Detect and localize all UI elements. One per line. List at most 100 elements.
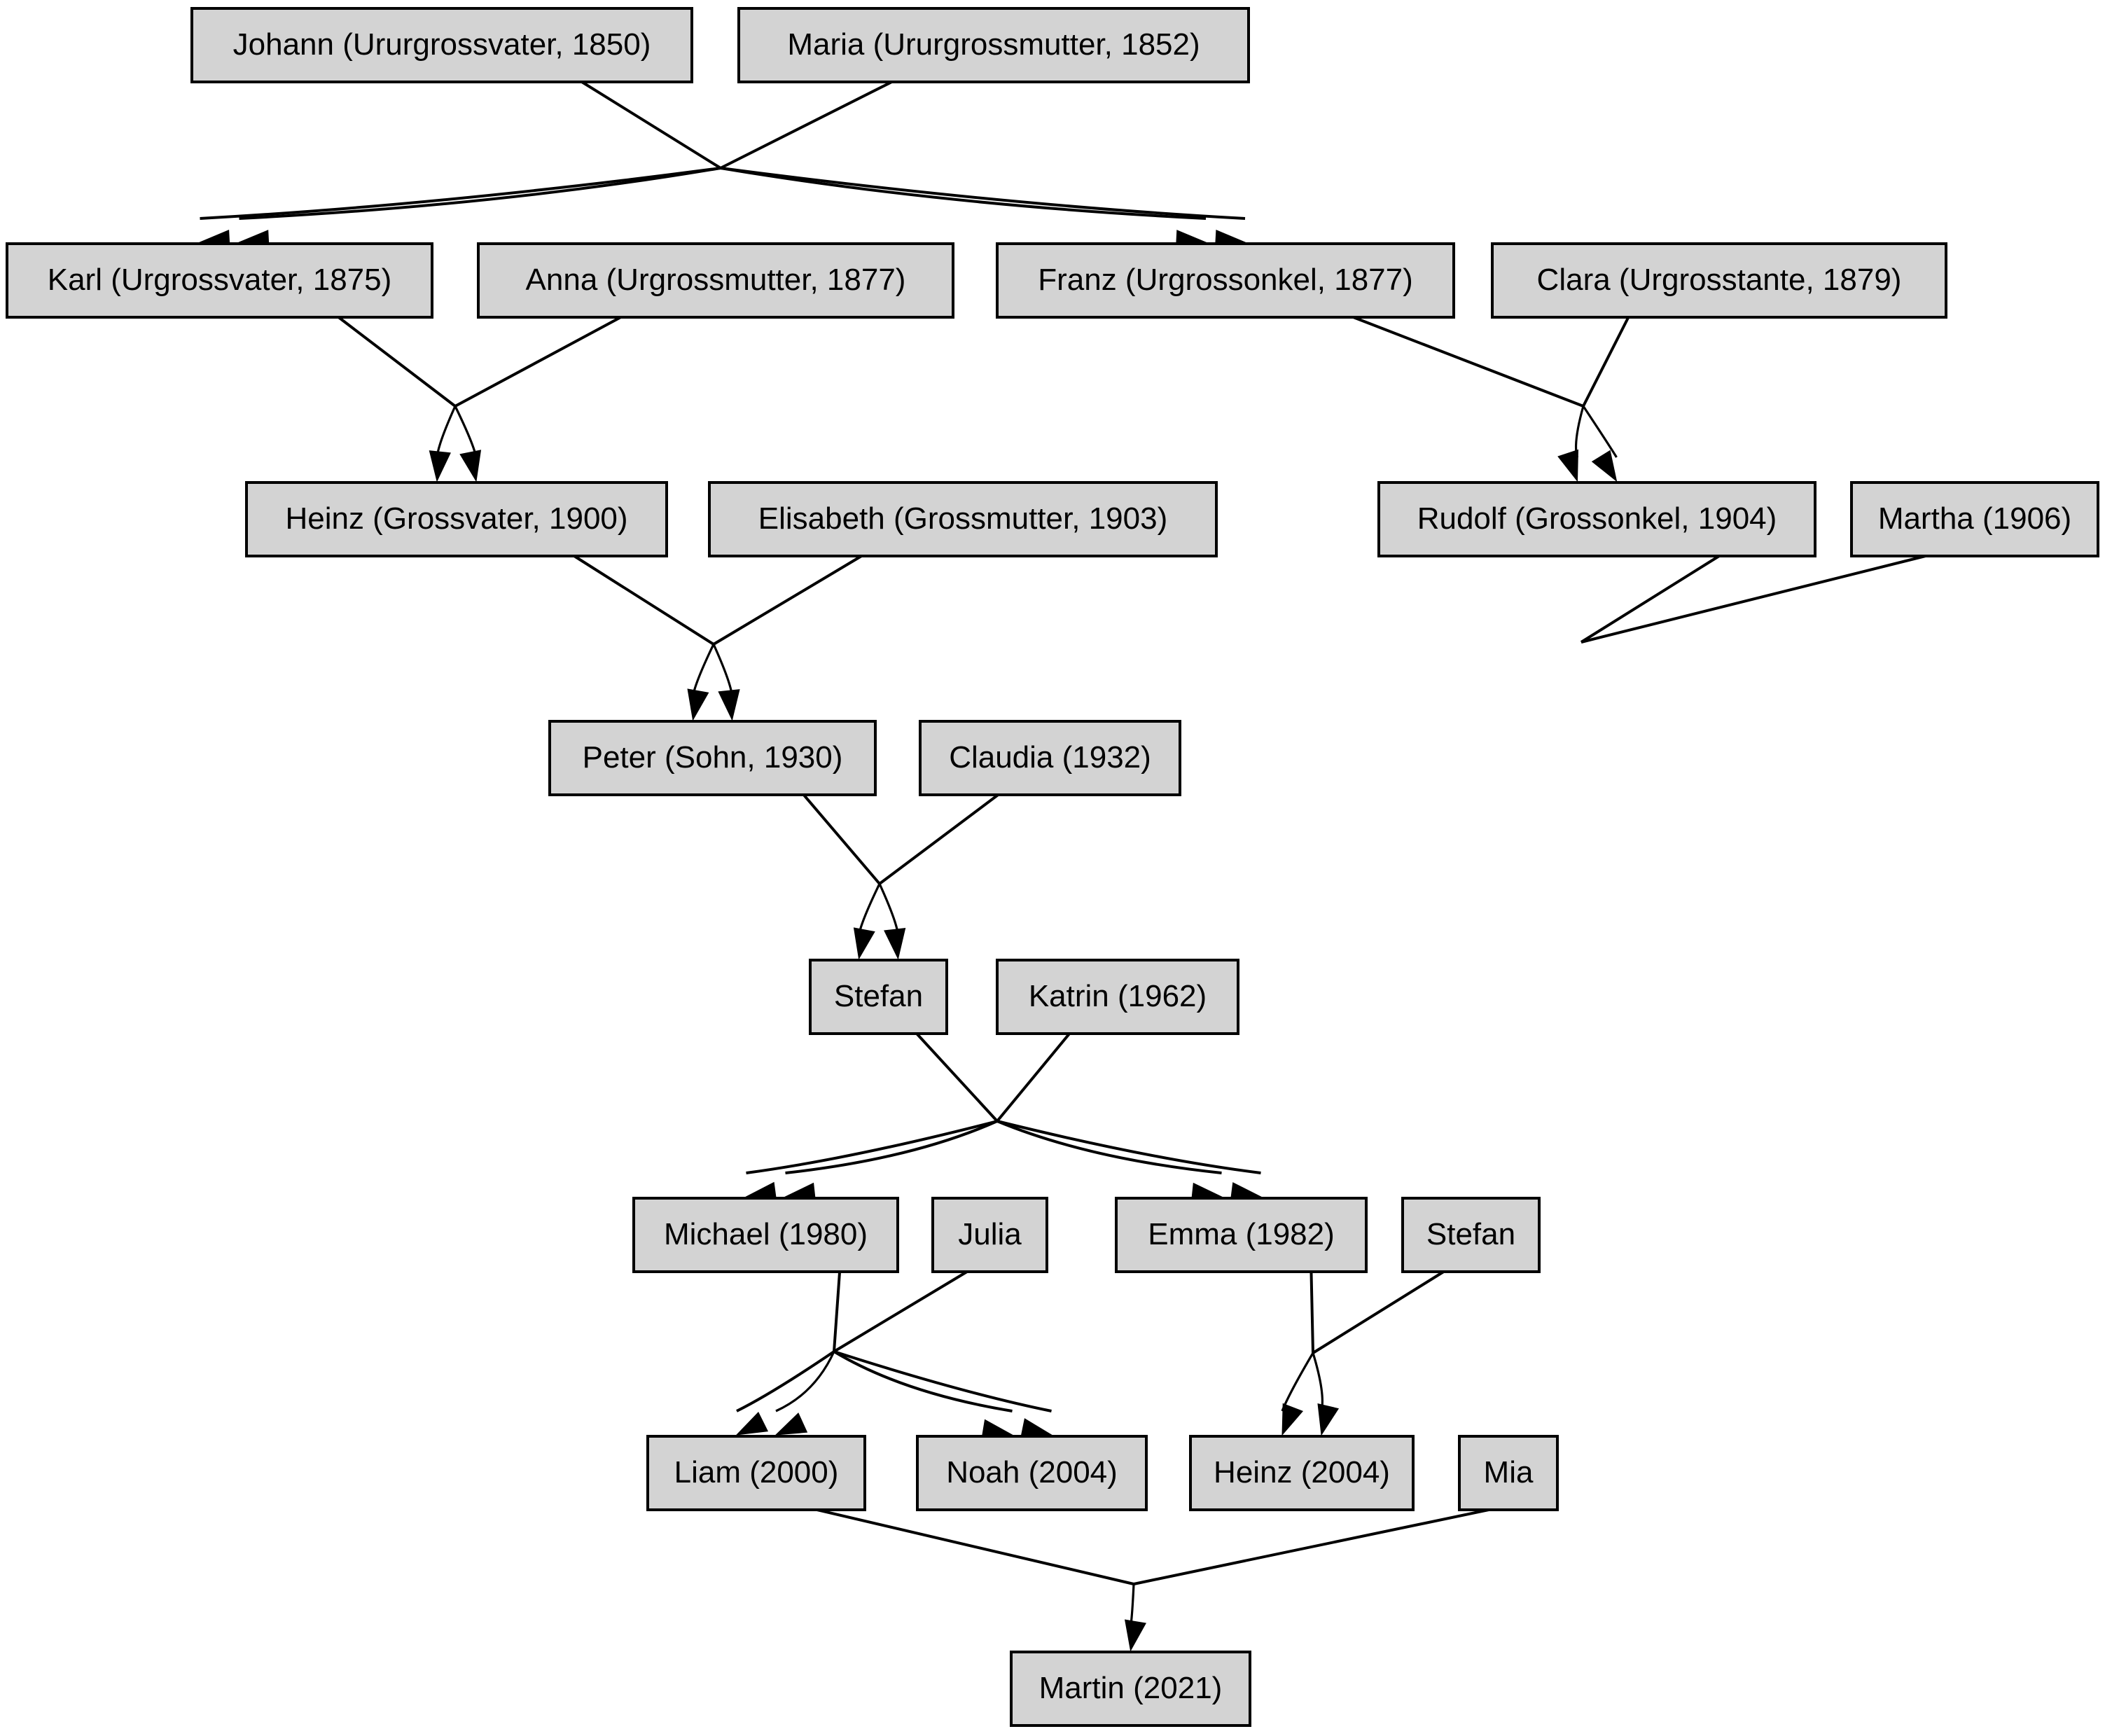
edge-union-to-child [239, 167, 721, 220]
arrow-head-icon [735, 1411, 769, 1436]
arrow-head-icon [884, 927, 906, 960]
node-layer: Johann (Ururgrossvater, 1850) Maria (Urur… [6, 7, 2099, 1727]
edge-union-to-child [785, 1120, 998, 1174]
node-box-julia[interactable] [931, 1197, 1048, 1273]
node-box-heinz2[interactable] [1189, 1435, 1415, 1511]
edge-union-to-child [878, 883, 900, 936]
arrow-head-icon [774, 1412, 808, 1436]
edge-union-to-child [1582, 405, 1618, 458]
edge-parent-to-union [996, 1032, 1071, 1123]
node-heinz1[interactable]: Heinz (Grossvater, 1900) [245, 481, 668, 557]
edge-parent-to-union [573, 555, 715, 646]
arrow-head-icon [429, 450, 451, 482]
edge-parent-to-union [454, 316, 622, 408]
edge-parent-to-union [878, 793, 999, 885]
edge-parent-to-union [817, 1508, 1134, 1585]
node-box-franz[interactable] [996, 242, 1455, 319]
edge-union-to-child [833, 1350, 1052, 1412]
node-box-mia[interactable] [1458, 1435, 1559, 1511]
node-liam[interactable]: Liam (2000) [646, 1435, 866, 1511]
arrow-head-icon [687, 688, 709, 721]
node-box-elisabeth[interactable] [708, 481, 1218, 557]
arrow-head-icon [853, 927, 875, 960]
node-box-clara[interactable] [1491, 242, 1947, 319]
node-box-stefan1[interactable] [809, 959, 948, 1035]
node-box-stefan2[interactable] [1401, 1197, 1541, 1273]
edge-union-to-child [454, 405, 478, 458]
node-clara[interactable]: Clara (Urgrosstante, 1879) [1491, 242, 1947, 319]
node-stefan1[interactable]: Stefan [809, 959, 948, 1035]
edge-union-to-child [857, 883, 881, 936]
node-mia[interactable]: Mia [1458, 1435, 1559, 1511]
node-box-claudia[interactable] [919, 720, 1181, 796]
node-box-rudolf[interactable] [1377, 481, 1816, 557]
node-anna[interactable]: Anna (Urgrossmutter, 1877) [477, 242, 954, 319]
node-claudia[interactable]: Claudia (1932) [919, 720, 1181, 796]
edge-parent-to-union [803, 793, 881, 885]
node-box-noah[interactable] [916, 1435, 1148, 1511]
node-peter[interactable]: Peter (Sohn, 1930) [548, 720, 877, 796]
node-emma[interactable]: Emma (1982) [1115, 1197, 1368, 1273]
node-martin[interactable]: Martin (2021) [1010, 1651, 1251, 1727]
node-box-martin[interactable] [1010, 1651, 1251, 1727]
node-julia[interactable]: Julia [931, 1197, 1048, 1273]
edge-parent-to-union [1309, 1271, 1314, 1354]
node-martha[interactable]: Martha (1906) [1850, 481, 2099, 557]
node-box-liam[interactable] [646, 1435, 866, 1511]
edge-union-to-child [775, 1351, 835, 1412]
node-box-heinz1[interactable] [245, 481, 668, 557]
node-maria[interactable]: Maria (Ururgrossmutter, 1852) [737, 7, 1250, 83]
arrow-head-icon [1591, 450, 1618, 482]
edge-union-to-child [691, 644, 715, 697]
edge-parent-to-union [1312, 1270, 1445, 1354]
node-stefan2[interactable]: Stefan [1401, 1197, 1541, 1273]
node-heinz2[interactable]: Heinz (2004) [1189, 1435, 1415, 1511]
edge-union-to-child [736, 1350, 835, 1412]
edge-union-to-child [200, 167, 721, 220]
node-michael[interactable]: Michael (1980) [632, 1197, 899, 1273]
edge-parent-to-union [1133, 1508, 1489, 1585]
node-rudolf[interactable]: Rudolf (Grossonkel, 1904) [1377, 481, 1816, 557]
node-box-anna[interactable] [477, 242, 954, 319]
edge-parent-to-union [833, 1270, 968, 1353]
node-box-johann[interactable] [190, 7, 693, 83]
arrow-head-icon [1124, 1619, 1146, 1652]
edge-parent-to-union [915, 1032, 999, 1123]
edge-parent-to-union [1582, 317, 1630, 407]
arrow-head-icon [718, 689, 740, 721]
edge-parent-to-union [1580, 555, 1720, 644]
edge-union-to-child [720, 167, 1246, 220]
edge-parent-to-union [581, 81, 722, 169]
node-box-emma[interactable] [1115, 1197, 1368, 1273]
node-karl[interactable]: Karl (Urgrossvater, 1875) [6, 242, 433, 319]
node-johann[interactable]: Johann (Ururgrossvater, 1850) [190, 7, 693, 83]
edge-union-to-child [720, 167, 1207, 220]
edge-union-to-child [746, 1120, 998, 1174]
edge-parent-to-union [338, 316, 457, 408]
node-box-katrin[interactable] [996, 959, 1239, 1035]
edge-union-to-child [1281, 1352, 1314, 1412]
node-box-martha[interactable] [1850, 481, 2099, 557]
arrow-head-icon [1557, 449, 1578, 482]
edge-union-to-child [996, 1120, 1222, 1174]
node-elisabeth[interactable]: Elisabeth (Grossmutter, 1903) [708, 481, 1218, 557]
edge-parent-to-union [1352, 316, 1584, 408]
node-box-karl[interactable] [6, 242, 433, 319]
edge-union-to-child [712, 644, 734, 697]
arrow-head-icon [459, 450, 482, 482]
edge-parent-to-union [712, 555, 863, 646]
edge-parent-to-union [720, 81, 893, 169]
node-katrin[interactable]: Katrin (1962) [996, 959, 1239, 1035]
edge-union-to-child [1312, 1352, 1324, 1412]
edge-union-to-child [1574, 405, 1585, 458]
edge-parent-to-union [833, 1271, 842, 1352]
node-franz[interactable]: Franz (Urgrossonkel, 1877) [996, 242, 1455, 319]
node-box-maria[interactable] [737, 7, 1250, 83]
node-box-michael[interactable] [632, 1197, 899, 1273]
edge-union-to-child [1129, 1583, 1135, 1627]
edge-union-to-child [996, 1120, 1261, 1174]
node-box-peter[interactable] [548, 720, 877, 796]
node-noah[interactable]: Noah (2004) [916, 1435, 1148, 1511]
